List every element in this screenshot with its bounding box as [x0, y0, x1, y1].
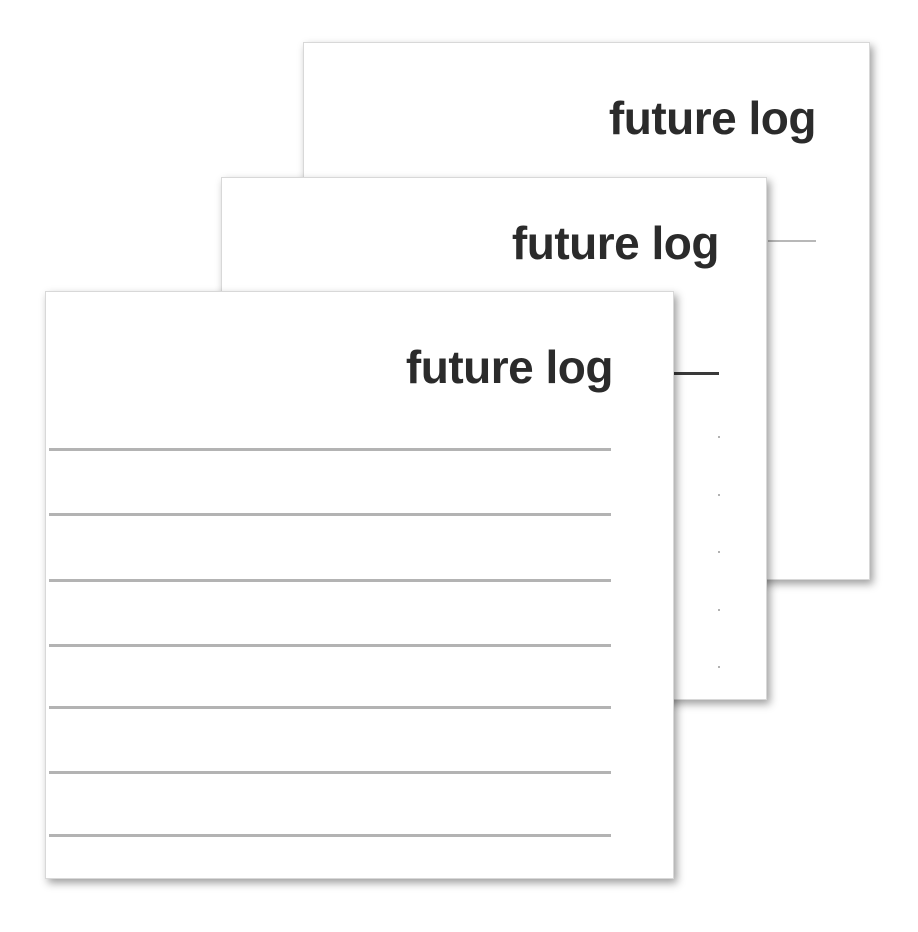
page-title: future log	[405, 341, 614, 393]
bullet-dot	[718, 551, 720, 553]
ruled-line	[49, 834, 611, 837]
ruled-line	[49, 771, 611, 774]
divider-line	[674, 372, 719, 375]
bullet-dot	[718, 666, 720, 668]
ruled-line	[49, 448, 611, 451]
bullet-dot	[718, 494, 720, 496]
bullet-dot	[718, 436, 720, 438]
bullet-dot	[718, 609, 720, 611]
page-title: future log	[511, 217, 720, 269]
future-log-page-front[interactable]: future log	[45, 291, 674, 879]
divider-line	[768, 240, 816, 242]
ruled-line	[49, 706, 611, 709]
ruled-line	[49, 644, 611, 647]
ruled-line	[49, 513, 611, 516]
ruled-line	[49, 579, 611, 582]
page-title: future log	[608, 92, 817, 144]
